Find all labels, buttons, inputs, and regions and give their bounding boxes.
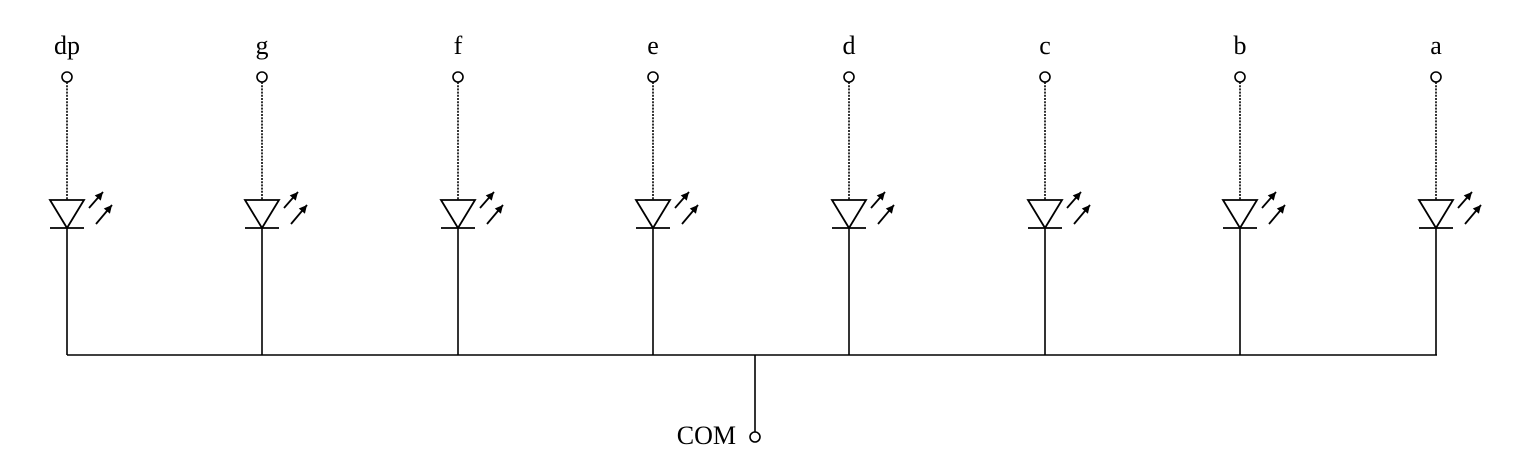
light-emission-arrowhead-icon [1267,192,1276,201]
segment-terminal[interactable] [647,71,659,83]
led-diode-icon [1417,199,1455,230]
led-diode-icon [1026,199,1064,230]
light-emission-arrowhead-icon [485,192,494,201]
segments-layer: dp g f e d c b a [48,31,1482,355]
segment-label: dp [54,31,80,60]
led-diode-icon [830,199,868,230]
segment-branch: a [1417,31,1482,355]
segment-label: f [454,31,463,60]
light-emission-arrowhead-icon [103,205,112,214]
segment-terminal[interactable] [1430,71,1442,83]
led-diode-icon [243,199,281,230]
segment-label: b [1234,31,1247,60]
segment-label: a [1430,31,1442,60]
segment-branch: b [1221,31,1286,355]
segment-terminal[interactable] [843,71,855,83]
com-label: COM [677,421,736,450]
led-diode-icon [1221,199,1259,230]
light-emission-arrowhead-icon [680,192,689,201]
common-bus-layer: COM [67,354,1437,450]
segment-branch: d [830,31,895,355]
segment-terminal[interactable] [256,71,268,83]
light-emission-arrowhead-icon [298,205,307,214]
segment-terminal[interactable] [61,71,73,83]
light-emission-arrowhead-icon [876,192,885,201]
light-emission-arrowhead-icon [1472,205,1481,214]
light-emission-arrowhead-icon [494,205,503,214]
led-diode-icon [634,199,672,230]
segment-label: e [647,31,659,60]
segment-terminal[interactable] [452,71,464,83]
com-terminal[interactable] [749,431,761,443]
led-diode-icon [48,199,86,230]
light-emission-arrowhead-icon [1081,205,1090,214]
light-emission-arrowhead-icon [885,205,894,214]
light-emission-arrowhead-icon [1072,192,1081,201]
segment-label: d [843,31,856,60]
light-emission-arrowhead-icon [289,192,298,201]
segment-branch: dp [48,31,113,355]
light-emission-arrowhead-icon [1463,192,1472,201]
segment-terminal[interactable] [1234,71,1246,83]
segment-branch: e [634,31,699,355]
segment-label: c [1039,31,1051,60]
light-emission-arrowhead-icon [689,205,698,214]
light-emission-arrowhead-icon [94,192,103,201]
led-diode-icon [439,199,477,230]
segment-label: g [256,31,269,60]
light-emission-arrowhead-icon [1276,205,1285,214]
segment-branch: c [1026,31,1091,355]
segment-branch: g [243,31,308,355]
segment-terminal[interactable] [1039,71,1051,83]
segment-branch: f [439,31,504,355]
